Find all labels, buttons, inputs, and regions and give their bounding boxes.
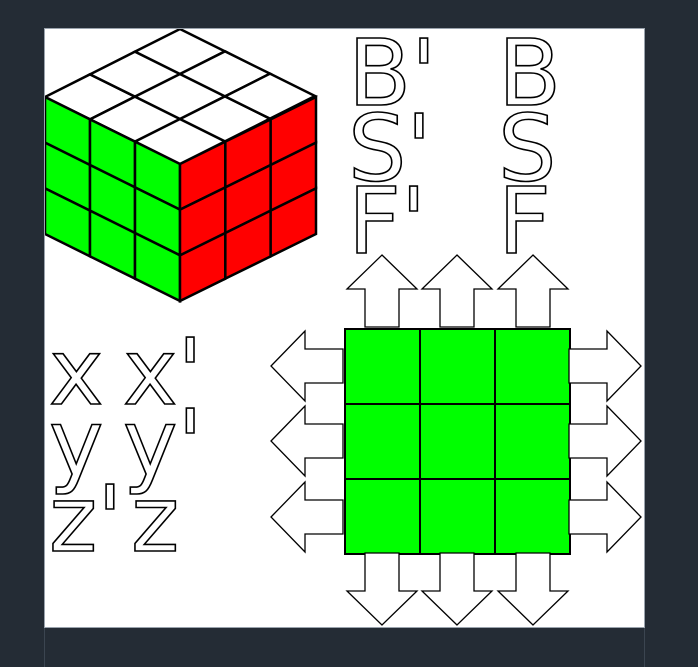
move-b-label: B [498, 29, 561, 127]
move-s-button[interactable]: S [497, 94, 557, 203]
rotate-x-label: x [49, 319, 103, 426]
left-arrow-icon [270, 404, 344, 478]
down-arrow-icon [496, 552, 570, 626]
rotate-y-prime-button[interactable]: y' [122, 389, 203, 498]
slice-arrows [270, 254, 642, 626]
left-arrow-row-1[interactable] [270, 329, 344, 403]
up-arrow-col-2[interactable] [420, 254, 494, 328]
right-arrow-icon [568, 329, 642, 403]
up-arrow-icon [345, 254, 419, 328]
right-arrow-row-1[interactable] [568, 329, 642, 403]
game-panel: B' B S' S F' F x [42, 19, 645, 628]
move-b-prime-label: B' [348, 29, 436, 127]
face-sticker[interactable] [344, 328, 421, 405]
face-sticker[interactable] [344, 478, 421, 555]
rotate-x-prime-label: x' [123, 319, 203, 426]
cube-right-sticker [269, 186, 318, 259]
cube-top-sticker [222, 72, 318, 121]
up-arrow-icon [496, 254, 570, 328]
up-arrow-col-3[interactable] [496, 254, 570, 328]
move-buttons: B' B S' S F' F x [48, 19, 562, 574]
face-sticker[interactable] [494, 328, 571, 405]
footer-bar [44, 628, 645, 667]
rotate-y-button[interactable]: y [48, 389, 104, 498]
rotate-x-button[interactable]: x [48, 318, 104, 427]
move-s-label: S [498, 95, 556, 202]
face-sticker[interactable] [494, 478, 571, 555]
face-sticker[interactable] [419, 403, 496, 480]
rotate-x-prime-button[interactable]: x' [122, 318, 203, 427]
down-arrow-col-2[interactable] [420, 552, 494, 626]
left-arrow-row-3[interactable] [270, 480, 344, 554]
left-arrow-icon [270, 329, 344, 403]
right-arrow-row-3[interactable] [568, 480, 642, 554]
move-s-prime-button[interactable]: S' [347, 94, 432, 203]
right-arrow-icon [568, 404, 642, 478]
down-arrow-icon [345, 552, 419, 626]
move-b-prime-button[interactable]: B' [347, 19, 437, 128]
face-view [344, 328, 571, 555]
face-sticker[interactable] [344, 403, 421, 480]
move-b-button[interactable]: B [497, 19, 562, 128]
rotate-z-prime-button[interactable]: z' [48, 465, 123, 574]
move-s-prime-label: S' [348, 95, 432, 202]
rotate-z-button[interactable]: z [130, 465, 180, 574]
rotate-y-label: y [49, 390, 103, 497]
rotate-z-prime-label: z' [49, 466, 123, 573]
left-arrow-row-2[interactable] [270, 404, 344, 478]
face-sticker[interactable] [419, 478, 496, 555]
face-sticker[interactable] [419, 328, 496, 405]
down-arrow-col-1[interactable] [345, 552, 419, 626]
down-arrow-icon [420, 552, 494, 626]
right-arrow-icon [568, 480, 642, 554]
left-arrow-icon [270, 480, 344, 554]
move-f-prime-button[interactable]: F' [347, 167, 427, 276]
up-arrow-icon [420, 254, 494, 328]
rotate-y-prime-label: y' [123, 390, 203, 497]
move-f-label: F [498, 168, 551, 275]
cube-3d-view[interactable] [42, 27, 318, 304]
rotate-z-label: z [131, 466, 179, 573]
down-arrow-col-3[interactable] [496, 552, 570, 626]
game-canvas: B' B S' S F' F x [42, 19, 642, 626]
move-f-prime-label: F' [348, 168, 426, 275]
right-arrow-row-2[interactable] [568, 404, 642, 478]
up-arrow-col-1[interactable] [345, 254, 419, 328]
move-f-button[interactable]: F [497, 167, 552, 276]
face-sticker[interactable] [494, 403, 571, 480]
